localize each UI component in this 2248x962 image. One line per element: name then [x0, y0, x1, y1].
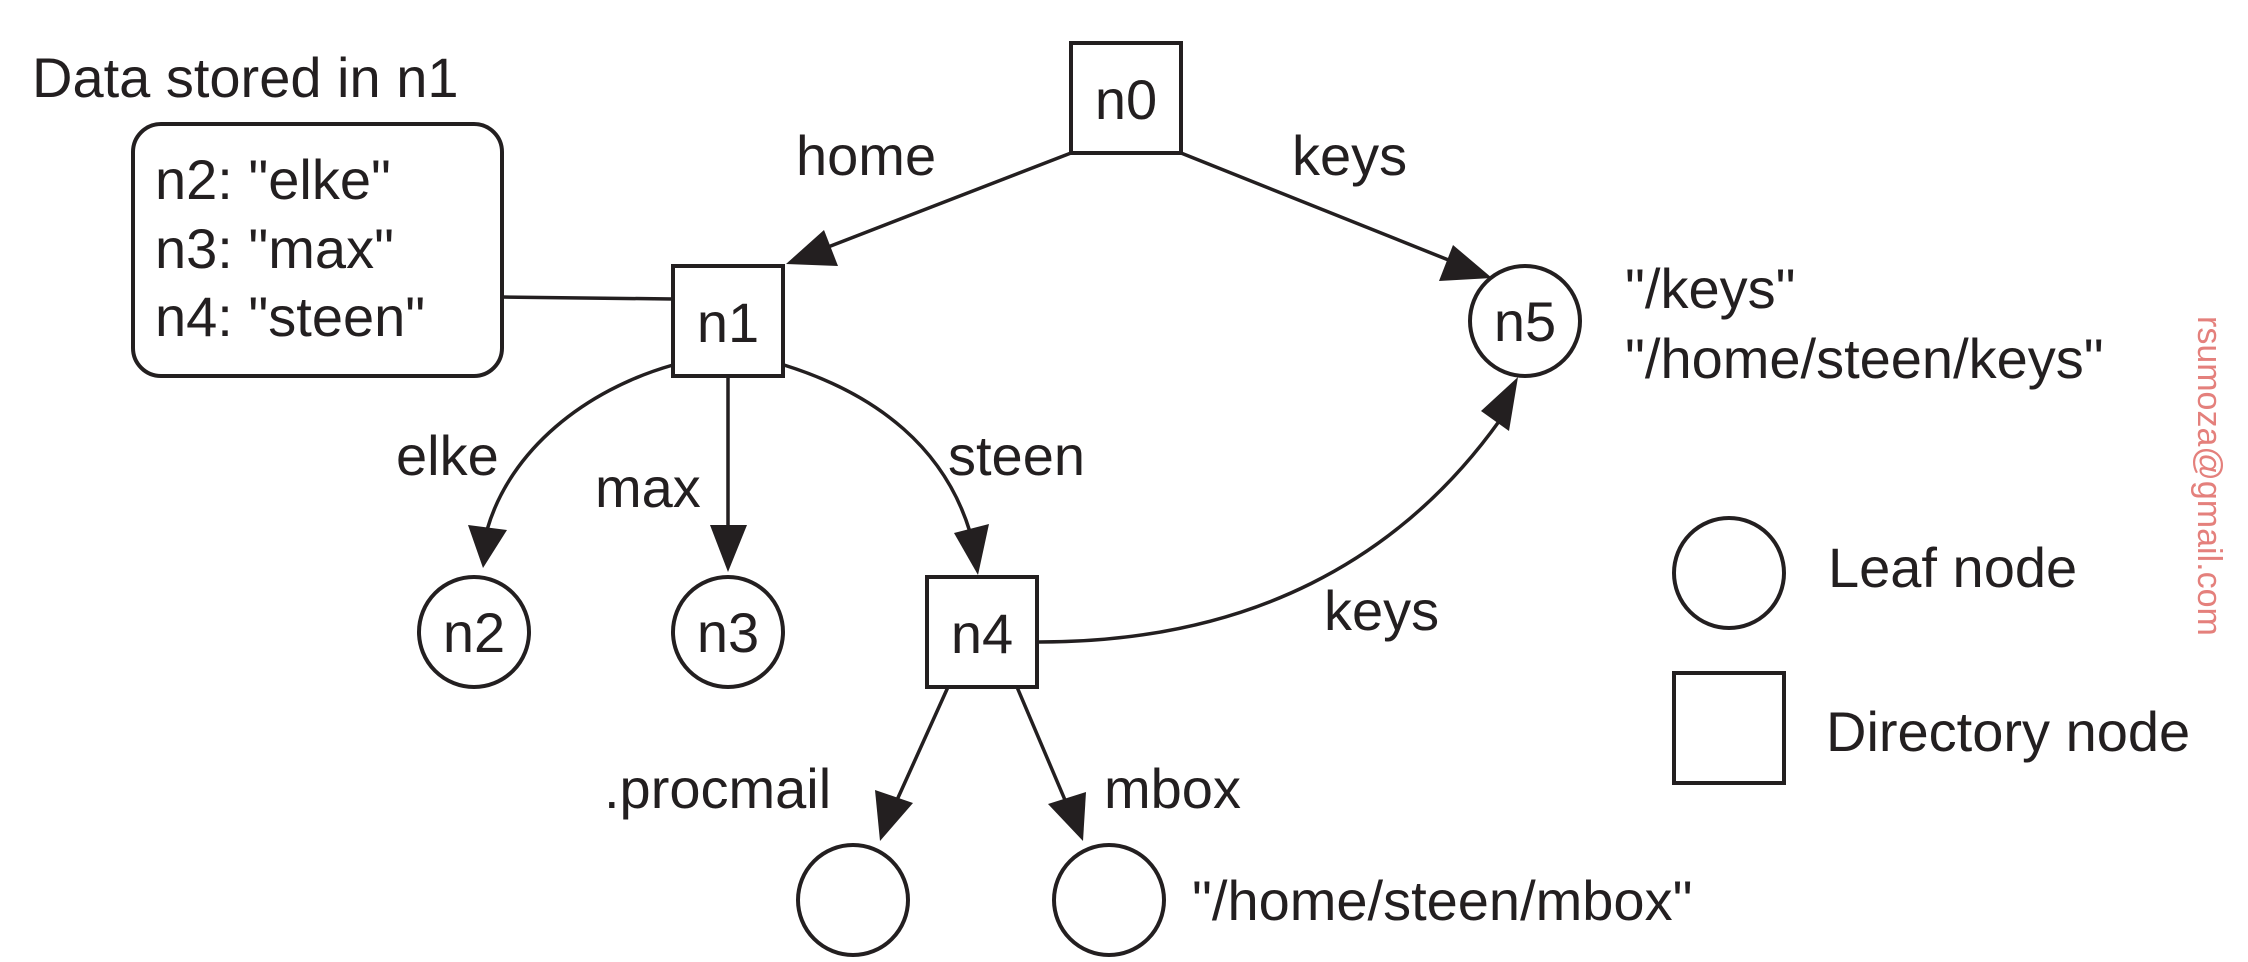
arrowhead-n1-n3	[710, 525, 747, 572]
legend-leaf-icon	[1672, 516, 1786, 630]
legend-directory-label: Directory node	[1826, 700, 2190, 763]
callout-line-n4: n4: "steen"	[155, 285, 425, 348]
node-mbox-leaf	[1052, 843, 1166, 957]
edge-n1-n2	[485, 363, 674, 531]
edge-n4-mbox	[1015, 686, 1067, 801]
callout-connector	[501, 295, 674, 301]
node-procmail-leaf	[796, 843, 910, 957]
arrowhead-n4-n5	[1481, 377, 1518, 431]
edge-label-procmail: .procmail	[604, 757, 831, 820]
arrowhead-n0-n5	[1439, 245, 1492, 281]
node-n4-label: n4	[951, 602, 1013, 665]
path-keys: "/keys"	[1625, 257, 1795, 320]
node-n1: n1	[671, 264, 785, 378]
edge-label-max: max	[595, 456, 701, 519]
node-n4: n4	[925, 575, 1039, 689]
edge-n0-n5	[1180, 151, 1467, 269]
node-n0: n0	[1069, 41, 1183, 155]
node-n5: n5	[1468, 264, 1582, 378]
node-n1-label: n1	[697, 291, 759, 354]
edge-label-steen: steen	[948, 424, 1085, 487]
node-n0-label: n0	[1095, 68, 1157, 131]
path-home-steen-keys: "/home/steen/keys"	[1625, 327, 2104, 390]
node-n3-label: n3	[697, 601, 759, 664]
edge-label-keys-top: keys	[1292, 124, 1407, 187]
arrowhead-n0-n1	[786, 230, 838, 266]
edge-n0-n1	[809, 151, 1072, 256]
callout-box	[131, 122, 504, 378]
edge-n4-n5	[1038, 418, 1502, 644]
edge-label-home: home	[796, 124, 936, 187]
callout-line-n2: n2: "elke"	[155, 148, 391, 211]
node-n3: n3	[671, 575, 785, 689]
arrowhead-n1-n2	[468, 525, 507, 568]
callout-title: Data stored in n1	[32, 46, 458, 109]
legend-directory-icon	[1672, 671, 1786, 785]
node-n2: n2	[417, 575, 531, 689]
path-home-steen-mbox: "/home/steen/mbox"	[1192, 869, 1692, 932]
node-n2-label: n2	[443, 601, 505, 664]
arrowhead-n4-procmail	[875, 790, 913, 841]
node-n5-label: n5	[1494, 290, 1556, 353]
edge-label-keys-bottom: keys	[1324, 579, 1439, 642]
legend-leaf-label: Leaf node	[1828, 536, 2077, 599]
edge-n1-n4	[783, 363, 972, 533]
arrowhead-n4-mbox	[1048, 792, 1086, 841]
edge-label-elke: elke	[396, 424, 499, 487]
callout-line-n3: n3: "max"	[155, 217, 394, 280]
watermark: rsumoza@gmail.com	[2190, 316, 2228, 636]
arrowhead-n1-n4	[954, 524, 989, 575]
edge-n4-procmail	[895, 686, 950, 801]
edge-label-mbox: mbox	[1104, 757, 1241, 820]
